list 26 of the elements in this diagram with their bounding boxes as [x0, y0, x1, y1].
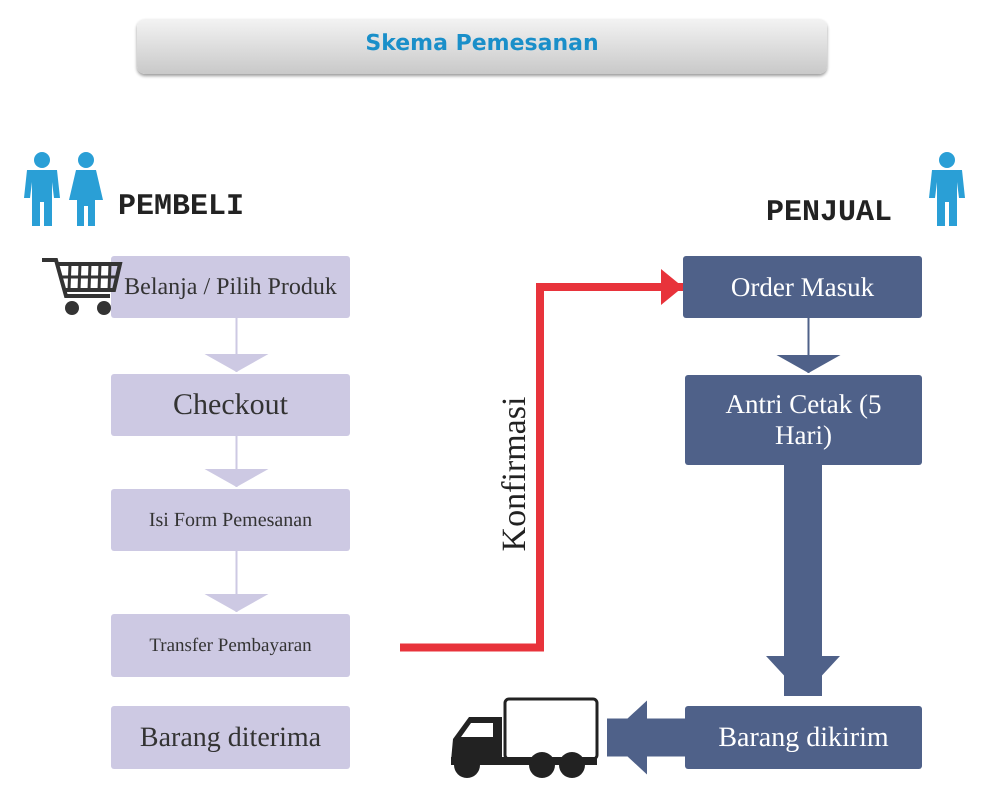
box-label: Checkout [172, 388, 289, 422]
box-label: Barang dikirim [717, 722, 890, 754]
process-box [111, 256, 350, 318]
box-label: Antri Cetak (5 Hari) [724, 389, 882, 451]
arrow [400, 269, 683, 652]
box-label: Transfer Pembayaran [148, 634, 313, 656]
box-label: Barang diterima [138, 722, 322, 754]
arrow [776, 318, 840, 373]
process-box [685, 706, 922, 769]
box-label: Isi Form Pemesanan [148, 508, 314, 532]
process-box [683, 256, 922, 318]
arrow [766, 465, 840, 696]
role-heading: PENJUAL [766, 196, 892, 230]
box-label: Order Masuk [730, 272, 876, 302]
process-box [111, 489, 350, 551]
process-box [685, 375, 922, 465]
edge-label: Konfirmasi [496, 396, 534, 554]
title: Skema Pemesanan [364, 31, 600, 56]
arrow [204, 318, 268, 372]
process-box [111, 706, 350, 769]
arrow [204, 551, 268, 612]
box-label: Belanja / Pilih Produk [123, 274, 338, 300]
process-box [111, 614, 350, 677]
arrow [204, 436, 268, 487]
role-heading: PEMBELI [118, 190, 244, 224]
process-box [111, 374, 350, 436]
